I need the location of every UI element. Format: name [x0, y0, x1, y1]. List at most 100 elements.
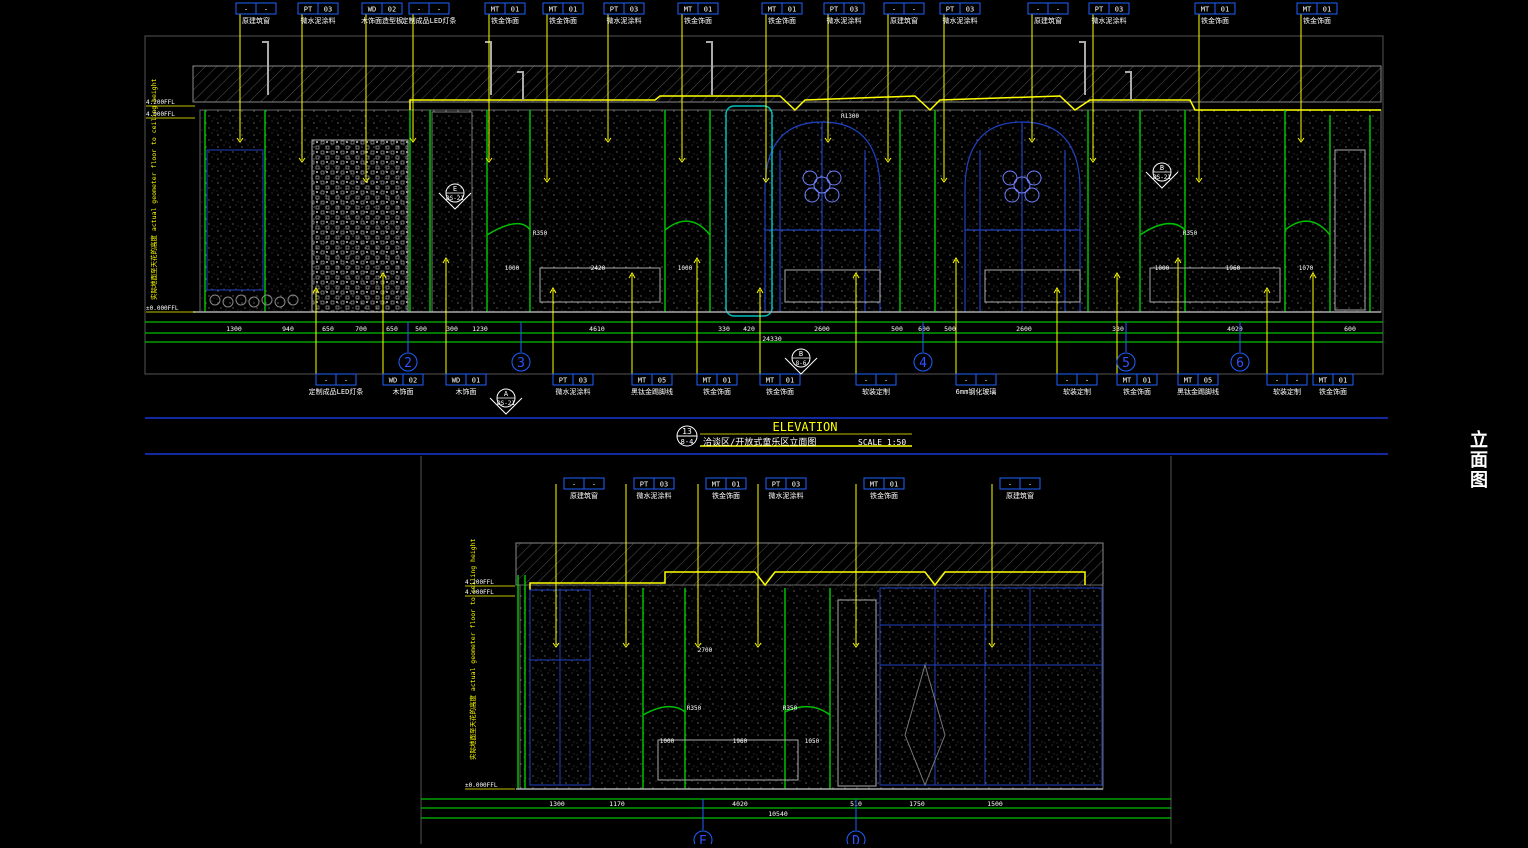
dimension-label: 330	[1112, 325, 1124, 333]
material-tag-bottom-13[interactable]: --软装定制	[1266, 373, 1308, 396]
inner-dimension-label: R350	[687, 705, 702, 712]
svg-text:3: 3	[517, 356, 525, 371]
inner-dimension-label: R1300	[841, 113, 859, 120]
tag-code: -	[324, 377, 328, 385]
tag-label: 原建筑窗	[1006, 491, 1034, 500]
drawing-number: 13	[682, 427, 692, 436]
tag-label: 微水泥涂料	[607, 16, 642, 25]
tag-code: -	[244, 6, 248, 14]
material-tag-top-11[interactable]: --原建筑窗	[883, 2, 925, 25]
grid-mark-E: E	[693, 799, 713, 848]
grid-mark-D: D	[846, 799, 866, 848]
tag-label: 软装定制	[1063, 387, 1091, 396]
tag-label: 铁金饰面	[768, 16, 796, 25]
bottom-material-tag-1[interactable]: --原建筑窗	[563, 477, 605, 500]
level-label: 4.000FFL	[465, 589, 494, 596]
tag-number: 03	[792, 481, 800, 489]
section-callout-B[interactable]: BDS-21	[1145, 162, 1179, 189]
material-tag-bottom-10[interactable]: --软装定制	[1056, 373, 1098, 396]
material-tag-bottom-1[interactable]: --定制成品LED灯条	[309, 373, 364, 396]
tag-code: MT	[1319, 377, 1328, 385]
tag-code: PT	[946, 6, 955, 14]
tag-code: MT	[870, 481, 879, 489]
tag-code: MT	[549, 6, 558, 14]
material-tag-top-1[interactable]: --原建筑窗	[235, 2, 277, 25]
svg-text:8-6: 8-6	[796, 360, 807, 367]
tag-code: MT	[768, 6, 777, 14]
drawing-scale: SCALE 1:50	[858, 438, 906, 447]
section-callout-A[interactable]: ADS-21	[489, 388, 523, 415]
grid-mark-6: 6	[1230, 322, 1250, 372]
inner-dimension-label: 2420	[591, 265, 606, 272]
tag-number: 03	[1115, 6, 1123, 14]
dimension-label: 500	[944, 325, 956, 333]
tag-number: -	[912, 6, 916, 14]
tag-label: 软装定制	[862, 387, 890, 396]
material-tag-top-4[interactable]: --定制成品LED灯条	[402, 2, 457, 25]
dimension-label: 600	[918, 325, 930, 333]
tag-number: 03	[324, 6, 332, 14]
inner-dimension-label: R350	[533, 230, 548, 237]
level-label: 4.000FFL	[146, 111, 175, 118]
material-tag-bottom-9[interactable]: --6mm钢化玻璃	[955, 373, 997, 396]
tag-number: 01	[569, 6, 577, 14]
dimension-label: 700	[355, 325, 367, 333]
material-tag-top-13[interactable]: --原建筑窗	[1027, 2, 1069, 25]
tag-code: -	[1036, 6, 1040, 14]
section-callout-B[interactable]: B8-6	[784, 348, 818, 375]
dimension-label: 300	[446, 325, 458, 333]
svg-text:DS-21: DS-21	[446, 195, 464, 202]
level-label: ±0.000FFL	[146, 305, 179, 312]
tag-number: -	[1085, 377, 1089, 385]
section-callout-E[interactable]: EDS-21	[438, 183, 472, 210]
tag-number: 03	[850, 6, 858, 14]
tag-code: PT	[1095, 6, 1104, 14]
tag-number: 02	[409, 377, 417, 385]
tag-number: 05	[658, 377, 666, 385]
dimension-label: 4020	[1227, 325, 1243, 333]
bottom-material-tag-6[interactable]: --原建筑窗	[999, 477, 1041, 500]
elevation-title: ELEVATION	[772, 420, 837, 434]
tag-label: 铁金饰面	[870, 491, 898, 500]
tag-code: MT	[766, 377, 775, 385]
grid-mark-2: 2	[398, 322, 418, 372]
tag-number: -	[984, 377, 988, 385]
inner-dimension-label: R350	[783, 705, 798, 712]
inner-dimension-label: 2700	[698, 647, 713, 654]
tag-code: -	[864, 377, 868, 385]
tag-label: 木饰面	[456, 387, 477, 396]
dimension-label: 1170	[609, 800, 625, 808]
tag-label: 微水泥涂料	[556, 387, 591, 396]
tag-code: -	[1008, 481, 1012, 489]
tag-number: 03	[660, 481, 668, 489]
material-tag-bottom-8[interactable]: --软装定制	[855, 373, 897, 396]
tag-number: 01	[1323, 6, 1331, 14]
